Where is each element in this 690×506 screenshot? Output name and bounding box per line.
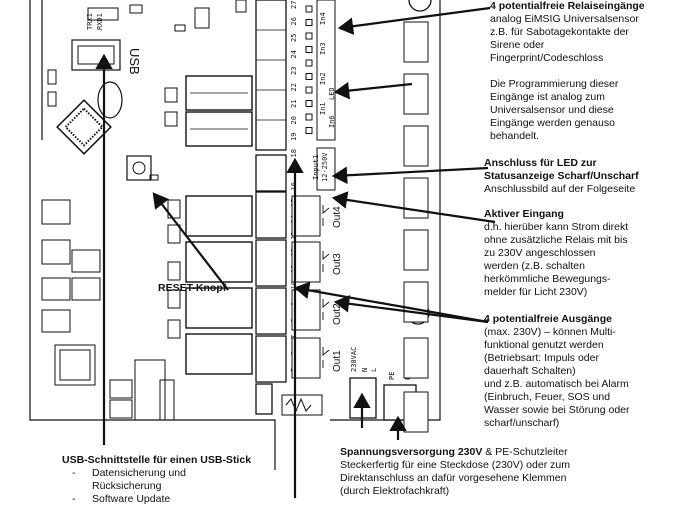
active-input-title: Aktiver Eingang	[484, 208, 564, 220]
annotation-active-input: Aktiver Eingang d.h. hierüber kann Strom…	[484, 208, 690, 299]
led-title-1: Anschluss für LED zur	[484, 157, 597, 169]
out4-label: Out4	[332, 206, 343, 228]
active-line-4: herkömmliche Bewegungs-	[484, 273, 611, 285]
power-line-0: Steckerfertig für eine Steckdose (230V) …	[340, 459, 570, 471]
input1-volt: 12-250V	[321, 152, 329, 182]
rxd-label: RXD1	[96, 13, 104, 30]
terminal-number: 23	[290, 67, 298, 75]
outputs-line-2: (Betriebsart: Impuls oder	[484, 352, 599, 364]
usb-connector: USB	[71, 39, 142, 75]
outputs-line-3: dauerhaft Schalten)	[484, 365, 576, 377]
vent-slot	[403, 73, 429, 115]
terminal-number: 20	[290, 116, 298, 124]
vent-slot	[403, 125, 429, 167]
vent-slot	[403, 337, 429, 379]
outputs-line-0: (max. 230V) – können Multi-	[484, 326, 616, 338]
out3-label: Out3	[332, 253, 343, 275]
annotation-relais-inputs: 4 potentialfreie Relaiseingänge analog E…	[490, 0, 690, 143]
outputs-line-1: funktional genutzt werden	[484, 339, 604, 351]
vent-slot	[403, 391, 429, 433]
usb-item-0: Datensicherung und	[62, 467, 302, 480]
relais-line-3: Fingerprint/Codeschloss	[490, 52, 604, 64]
usb-silk-label: USB	[127, 48, 142, 75]
relais-line-9: behandelt.	[490, 130, 540, 142]
header-pin	[305, 127, 313, 134]
active-line-1: ohne zusätzliche Relais mit bis	[484, 234, 628, 246]
terminal-number: 18	[290, 149, 298, 157]
input1-label: Input1	[312, 155, 320, 180]
in3-label: In3	[319, 42, 327, 55]
annotation-led: Anschluss für LED zur Statusanzeige Scha…	[484, 157, 690, 196]
active-line-2: zu 230V angeschlossen	[484, 247, 596, 259]
reset-title: RESET-Knopf	[158, 282, 227, 294]
terminal-number: 25	[290, 34, 298, 42]
vent-slot	[403, 229, 429, 271]
header-pin	[305, 113, 313, 121]
relais-line-6: Eingänge ist analog zum	[490, 91, 605, 103]
header-pin	[305, 46, 313, 53]
header-pin	[305, 5, 313, 13]
vent-slot	[403, 281, 429, 323]
relais-line-8: Eingänge werden genauso	[490, 117, 615, 129]
usb-item-1: Rücksicherung	[92, 480, 162, 492]
terminal-number: 24	[290, 50, 298, 58]
relais-line-5: Die Programmierung dieser	[490, 78, 619, 90]
power-n-label: N	[361, 368, 369, 372]
annotation-outputs: 4 potentialfreie Ausgänge (max. 230V) – …	[484, 313, 690, 430]
relais-line-1: z.B. für Sabotagekontakte der	[490, 26, 629, 38]
vent-slot	[403, 21, 429, 63]
header-pin	[305, 86, 313, 94]
power-l-label: L	[370, 368, 378, 372]
outputs-line-7: scharf/unscharf)	[484, 417, 560, 429]
terminal-number: 27	[290, 1, 298, 9]
outputs-line-4: und z.B. automatisch bei Alarm	[484, 378, 629, 390]
header-pin	[305, 59, 313, 67]
annotation-power: Spannungsversorgung 230V & PE-Schutzleit…	[340, 446, 690, 498]
header-pin	[305, 19, 313, 26]
in6-label: In6	[328, 115, 336, 128]
terminal-number: 19	[290, 133, 298, 141]
relais-line-2: Sirene oder	[490, 39, 545, 51]
outputs-line-6: Wasser sowie bei Störung oder	[484, 404, 630, 416]
relais-line-7: Universalsensor und diese	[490, 104, 614, 116]
header-pin	[305, 73, 313, 80]
pointer-arrows	[95, 6, 496, 498]
header-pin	[305, 100, 313, 107]
relais-line-0: analog EiMSIG Universalsensor	[490, 13, 639, 25]
annotation-reset: RESET-Knopf	[158, 282, 226, 295]
out2-label: Out2	[332, 303, 343, 325]
power-230v-label: 230VAC	[350, 347, 358, 372]
microcontroller-chip	[56, 99, 112, 155]
terminal-number: 22	[290, 83, 298, 91]
power-title: Spannungsversorgung 230V	[340, 446, 483, 458]
in2-label: In2	[319, 72, 327, 85]
outputs-title: 4 potentialfreie Ausgänge	[484, 313, 612, 325]
active-line-0: d.h. hierüber kann Strom direkt	[484, 221, 629, 233]
relais-inputs-title: 4 potentialfreie Relaiseingänge	[490, 0, 645, 12]
terminal-strip	[255, 0, 287, 415]
outputs-line-5: (Einbruch, Feuer, SOS und	[484, 391, 611, 403]
led-title-2: Statusanzeige Scharf/Unscharf	[484, 170, 639, 182]
led-line: Anschlussbild auf der Folgeseite	[484, 183, 636, 195]
pe-label-1: PE	[388, 372, 396, 380]
in4-label: In4	[319, 12, 327, 25]
active-line-3: werden (z.B. schalten	[484, 260, 585, 272]
relays	[185, 75, 253, 375]
power-title-rest: & PE-Schutzleiter	[482, 446, 568, 458]
active-line-5: melder für Licht 230V)	[484, 286, 588, 298]
usb-title: USB-Schnittstelle für einen USB-Stick	[62, 454, 252, 466]
power-line-2: (durch Elektrofachkraft)	[340, 485, 450, 497]
reset-button-component	[126, 155, 152, 181]
annotation-usb: USB-Schnittstelle für einen USB-Stick Da…	[62, 454, 302, 506]
in1-label: In1	[319, 102, 327, 115]
led-label: LED	[328, 87, 336, 100]
out1-label: Out1	[332, 350, 343, 372]
trx-label: TRX1	[86, 13, 94, 30]
header-pin	[305, 32, 313, 40]
terminal-number: 26	[290, 17, 298, 25]
terminal-number: 21	[290, 100, 298, 108]
power-line-1: Direktanschluss an dafür vorgesehene Kle…	[340, 472, 567, 484]
